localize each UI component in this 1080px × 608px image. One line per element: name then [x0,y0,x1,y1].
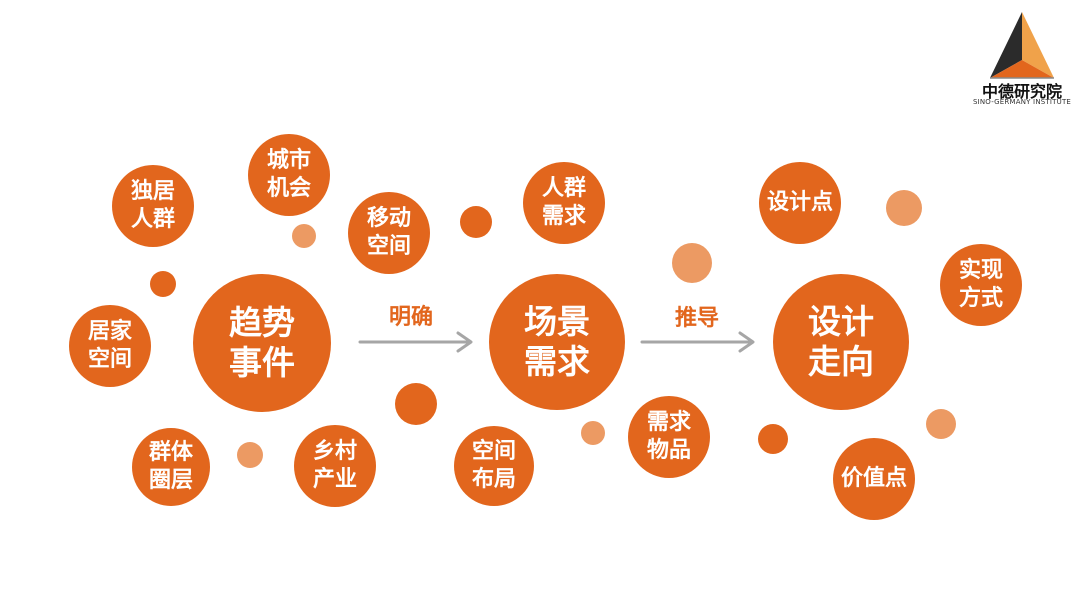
decorative-dot [581,421,605,445]
node-demand-items: 需求 物品 [628,396,710,478]
main-node-label: 场景 需求 [524,302,590,381]
logo-right-facet [1022,12,1054,78]
decorative-dot [886,190,922,226]
logo-top-facet [990,12,1022,78]
main-node-label: 设计 走向 [808,302,874,381]
logo-bottom-facet [990,60,1054,78]
decorative-dot [672,243,712,283]
decorative-dot [758,424,788,454]
decorative-dot [395,383,437,425]
node-label: 价值点 [840,466,907,491]
node-value-point: 价值点 [833,438,915,520]
node-design-point: 设计点 [759,162,841,244]
logo-triangle-icon [990,12,1054,79]
node-label: 群体 圈层 [148,440,193,493]
node-label: 乡村 产业 [312,439,357,492]
main-node-label: 趋势 事件 [229,303,295,382]
node-label: 设计点 [766,190,833,215]
arrow-head-1 [456,331,473,353]
node-living-alone: 独居 人群 [112,165,194,247]
main-node-trend: 趋势 事件 [193,274,331,412]
node-label: 实现 方式 [958,258,1003,311]
node-crowd-demand: 人群 需求 [523,162,605,244]
node-label: 城市 机会 [266,148,311,201]
node-space-layout: 空间 布局 [454,426,534,506]
node-label: 居家 空间 [87,319,132,372]
node-group-circle: 群体 圈层 [132,428,210,506]
node-label: 需求 物品 [646,410,691,463]
arrow-label-clarify: 明确 [389,305,434,330]
decorative-dot [292,224,316,248]
logo-name: 中德研究院 [981,82,1062,101]
node-realization: 实现 方式 [940,244,1022,326]
node-label: 独居 人群 [130,179,175,232]
main-node-design: 设计 走向 [773,274,909,410]
decorative-dot [150,271,176,297]
node-home-space: 居家 空间 [69,305,151,387]
arrow-label-derive: 推导 [675,306,720,331]
decorative-dot [460,206,492,238]
logo-subtitle: SINO-GERMANY INSTITUTE [972,98,1072,106]
node-city-opportunity: 城市 机会 [248,134,330,216]
decorative-dot [926,409,956,439]
node-label: 移动 空间 [366,206,411,259]
arrow-head-2 [738,331,755,353]
node-label: 空间 布局 [471,439,516,492]
node-mobile-space: 移动 空间 [348,192,430,274]
node-rural-industry: 乡村 产业 [294,425,376,507]
node-label: 人群 需求 [541,176,586,229]
main-node-scene: 场景 需求 [489,274,625,410]
decorative-dot [237,442,263,468]
